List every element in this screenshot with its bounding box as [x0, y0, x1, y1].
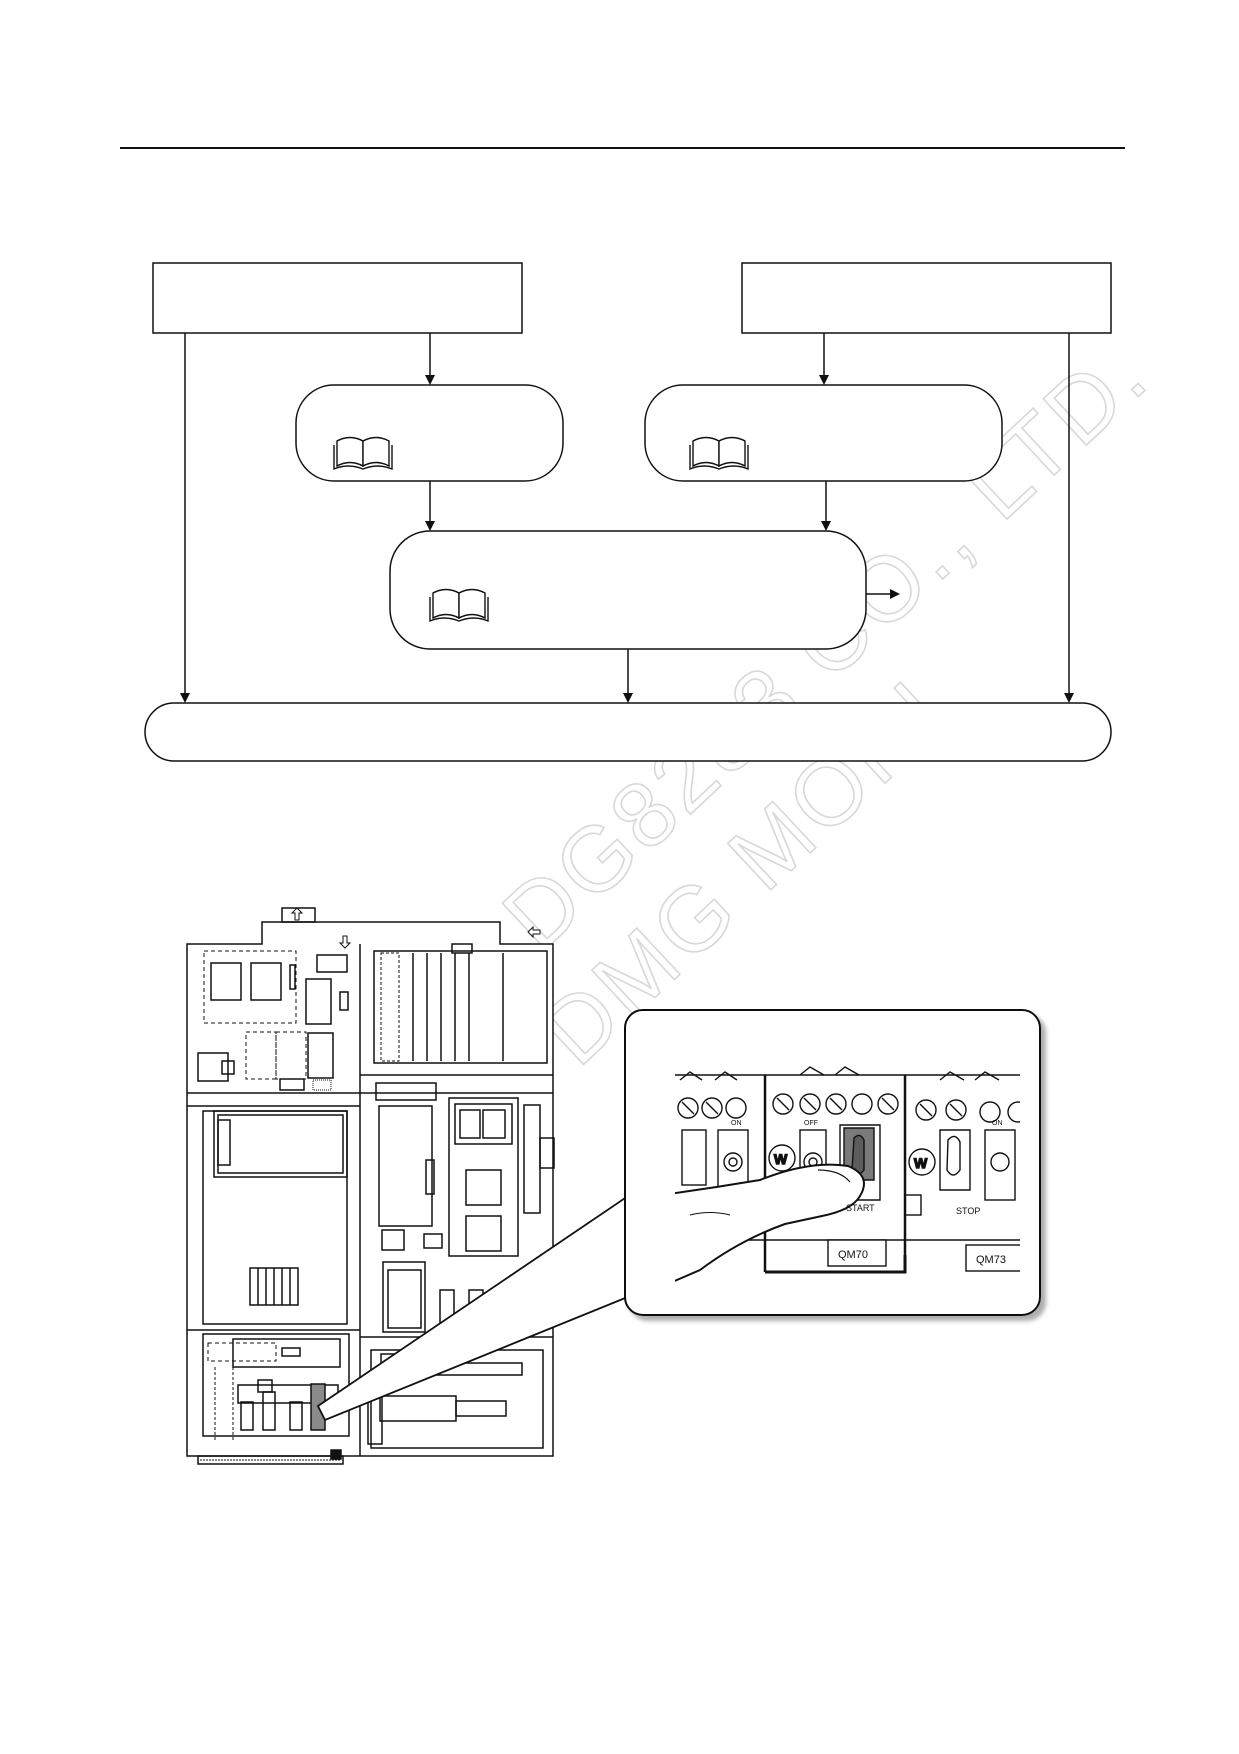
breaker-closeup: W W	[675, 1066, 1020, 1282]
photo-label-on-left: ON	[731, 1120, 742, 1127]
manual-book-icon	[333, 436, 393, 471]
manual-book-icon	[689, 436, 749, 471]
flowchart	[144, 262, 1112, 762]
photo-label-stop: STOP	[956, 1206, 980, 1216]
flow-box-right	[741, 262, 1112, 334]
photo-label-qm73: QM73	[976, 1254, 1006, 1266]
flow-box-left	[152, 262, 523, 334]
svg-text:W: W	[774, 1151, 788, 1167]
photo-label-start: START	[846, 1203, 875, 1213]
svg-text:W: W	[914, 1155, 928, 1171]
photo-label-qm70: QM70	[838, 1249, 868, 1261]
photo-label-off: OFF	[804, 1120, 818, 1127]
manual-book-icon	[429, 588, 489, 623]
cabinet-markers	[290, 907, 541, 949]
flow-rounded-left	[295, 384, 564, 482]
photo-label-on-right: ON	[992, 1120, 1003, 1127]
terminal-row	[677, 1093, 1020, 1123]
flow-rounded-center	[389, 530, 867, 650]
flow-pill-bottom	[144, 702, 1112, 762]
